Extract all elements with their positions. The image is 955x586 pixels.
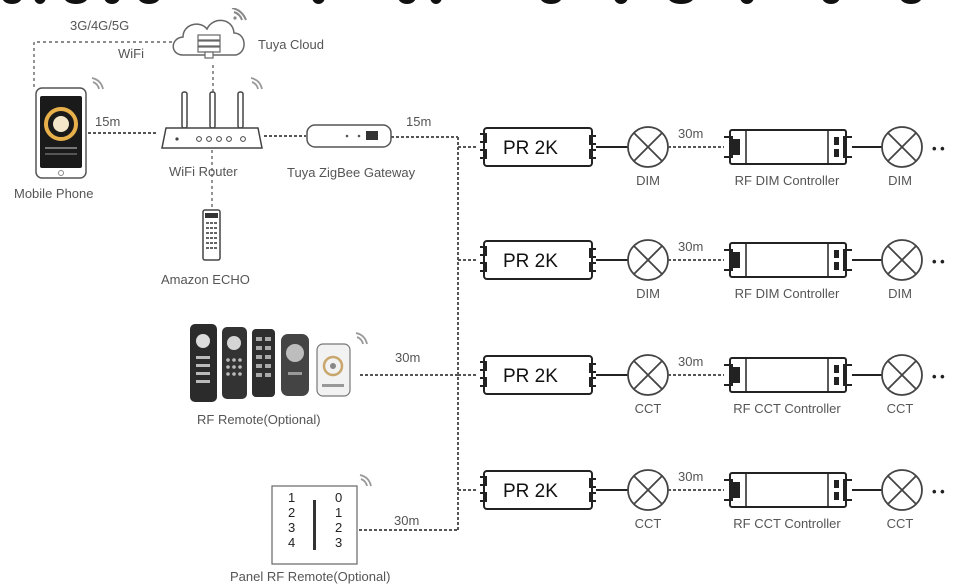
router-label: WiFi Router <box>169 164 238 179</box>
wifi-router-icon <box>161 91 263 149</box>
controller-label: RF CCT Controller <box>733 401 841 416</box>
controller-label: RF CCT Controller <box>733 516 841 531</box>
receiver-label: PR 2K <box>503 481 558 502</box>
panel-key: 1 <box>335 505 342 520</box>
wifi-signal-icon <box>231 7 247 21</box>
pr2k-receiver: PR 2K <box>480 240 596 280</box>
router-signal-icon <box>250 77 263 90</box>
panel-key: 2 <box>335 520 342 535</box>
cloud-connection: 3G/4G/5G WiFi <box>33 18 214 92</box>
lamp-icon <box>881 126 923 168</box>
phone-label: Mobile Phone <box>14 186 94 201</box>
lamp-icon <box>881 239 923 281</box>
continuation-dots: • • <box>932 484 945 499</box>
panel-key: 3 <box>288 520 295 535</box>
panel-remote-icon <box>271 485 358 565</box>
pr2k-receiver: PR 2K <box>480 355 596 395</box>
cloud-icon <box>172 19 245 59</box>
phone-signal-icon <box>91 77 104 90</box>
phone-cloud-link <box>33 41 190 87</box>
receiver-row: PR 2K CCT 30m RF CCT Controller CCT • • <box>458 354 945 416</box>
continuation-dots: • • <box>932 369 945 384</box>
echo-label: Amazon ECHO <box>161 272 250 287</box>
receiver-label: PR 2K <box>503 138 558 159</box>
controller-label: RF DIM Controller <box>735 173 840 188</box>
phone-dial <box>44 107 78 141</box>
pr2k-receiver: PR 2K <box>480 127 596 167</box>
lamp-type-label: CCT <box>635 401 662 416</box>
lamp-type-label: DIM <box>888 173 912 188</box>
rf-controller <box>724 129 852 165</box>
lamp-icon <box>627 469 669 511</box>
remote-distance: 30m <box>395 350 420 365</box>
rf-controller <box>724 242 852 278</box>
row-distance: 30m <box>678 126 703 141</box>
lamp-type-label: DIM <box>636 173 660 188</box>
panel-key: 4 <box>288 535 295 550</box>
panel-key: 0 <box>335 490 342 505</box>
panel-key: 3 <box>335 535 342 550</box>
row-distance: 30m <box>678 469 703 484</box>
rf-controller <box>724 472 852 508</box>
rf-controller <box>724 357 852 393</box>
continuation-dots: • • <box>932 254 945 269</box>
cloud-label: Tuya Cloud <box>258 37 324 52</box>
gateway-distance: 15m <box>406 114 431 129</box>
receiver-row: PR 2K DIM 30m RF DIM Controller DIM • • <box>458 126 945 188</box>
lamp-type-label: CCT <box>635 516 662 531</box>
receiver-label: PR 2K <box>503 251 558 272</box>
remote-signal-icon <box>355 332 368 345</box>
phone-distance: 15m <box>95 114 120 129</box>
lamp-type-label: CCT <box>887 516 914 531</box>
lamp-type-label: CCT <box>887 401 914 416</box>
amazon-echo-icon <box>202 209 221 261</box>
panel-distance: 30m <box>394 513 419 528</box>
remote-label: RF Remote(Optional) <box>197 412 321 427</box>
pr2k-receiver: PR 2K <box>480 470 596 510</box>
panel-label: Panel RF Remote(Optional) <box>230 569 390 584</box>
controller-label: RF DIM Controller <box>735 286 840 301</box>
receiver-row: PR 2K DIM 30m RF DIM Controller DIM • • <box>458 239 945 301</box>
row-distance: 30m <box>678 239 703 254</box>
rf-remote-icon <box>190 324 351 402</box>
gateway-label: Tuya ZigBee Gateway <box>287 165 416 180</box>
lamp-icon <box>627 354 669 396</box>
lamp-icon <box>627 239 669 281</box>
lamp-icon <box>627 126 669 168</box>
continuation-dots: • • <box>932 141 945 156</box>
panel-signal-icon <box>359 474 372 487</box>
receiver-label: PR 2K <box>503 366 558 387</box>
panel-key: 2 <box>288 505 295 520</box>
top-edge-cutoff <box>0 0 955 8</box>
network-label: 3G/4G/5G <box>70 18 129 33</box>
row-distance: 30m <box>678 354 703 369</box>
zigbee-gateway-icon <box>306 124 392 148</box>
lamp-icon <box>881 354 923 396</box>
lamp-type-label: DIM <box>636 286 660 301</box>
mobile-phone-icon <box>35 87 87 179</box>
panel-keys-right: 0 1 2 3 <box>335 490 342 550</box>
panel-key: 1 <box>288 490 295 505</box>
lamp-icon <box>881 469 923 511</box>
panel-keys-left: 1 2 3 4 <box>288 490 295 550</box>
lamp-type-label: DIM <box>888 286 912 301</box>
wifi-label: WiFi <box>118 46 144 61</box>
receiver-row: PR 2K CCT 30m RF CCT Controller CCT • • <box>458 469 945 531</box>
